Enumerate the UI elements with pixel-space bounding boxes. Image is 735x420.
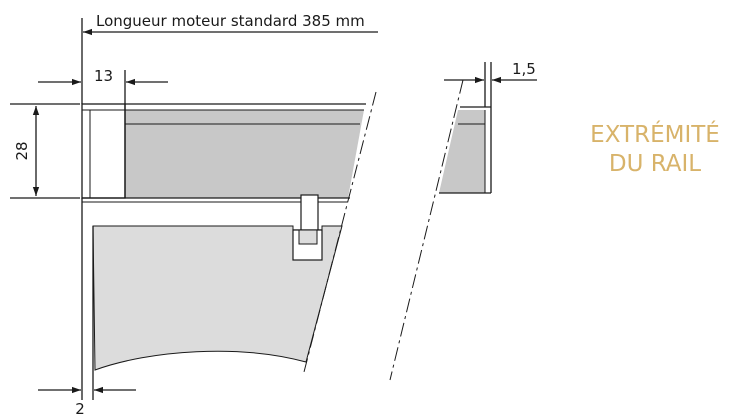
break-line-right xyxy=(389,79,464,381)
motor-length-label: Longueur moteur standard 385 mm xyxy=(96,12,365,30)
title-line-2: DU RAIL xyxy=(609,151,701,177)
break-line-left xyxy=(303,91,377,373)
title-line-1: EXTRÉMITÉ xyxy=(590,120,720,148)
bracket-stem xyxy=(300,194,319,233)
rail-end-section xyxy=(439,106,492,194)
rail-end-title: EXTRÉMITÉ DU RAIL xyxy=(590,120,720,177)
rail-profile xyxy=(81,103,366,203)
rail-end-cap xyxy=(81,103,126,199)
dimension-height-28: 28 xyxy=(10,103,80,199)
width-13-label: 13 xyxy=(94,67,113,85)
height-28-label: 28 xyxy=(13,141,31,160)
dimension-side-gap: 2 xyxy=(38,198,136,418)
dimension-motor-length: Longueur moteur standard 385 mm xyxy=(81,12,378,104)
dimension-width-13: 13 xyxy=(38,67,168,104)
side-gap-label: 2 xyxy=(75,400,85,418)
rail-section-fill xyxy=(125,110,364,198)
rail-end-fill xyxy=(439,110,485,193)
curtain-fabric xyxy=(92,225,343,371)
end-gap-label: 1,5 xyxy=(512,60,536,78)
dimension-end-gap: 1,5 xyxy=(444,60,537,107)
